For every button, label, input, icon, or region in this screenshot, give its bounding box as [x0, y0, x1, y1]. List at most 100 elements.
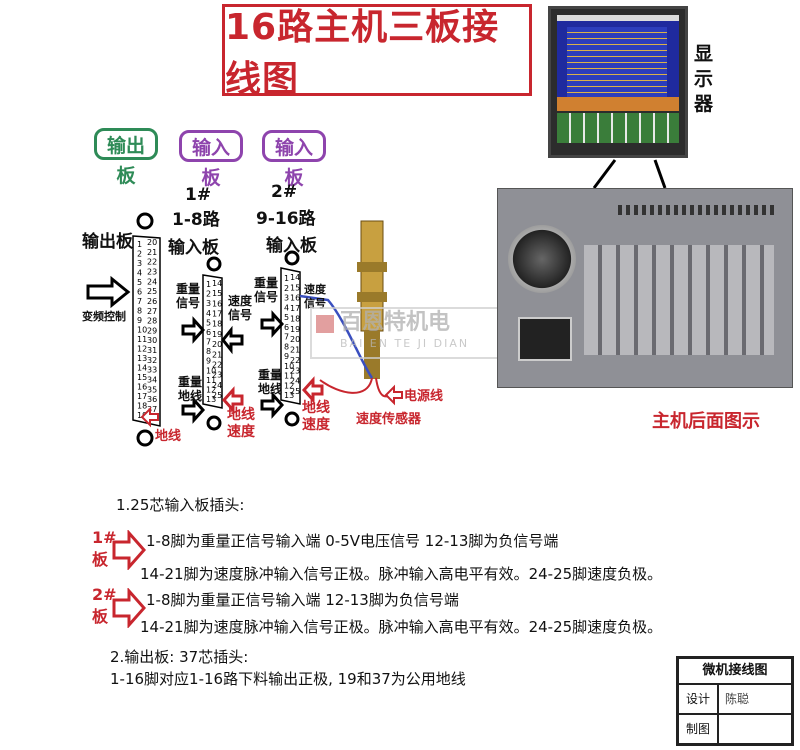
board1-pin-7: 7 [206, 338, 211, 347]
board1-pin-17: 17 [212, 310, 222, 319]
board2-note-arrow [112, 588, 146, 628]
board1-speed-signal-label: 速度 信号 [228, 294, 253, 322]
notes-heading-1: 1.25芯输入板插头: [116, 496, 245, 514]
board2-pin-4: 4 [284, 303, 289, 312]
board1-pin-20: 20 [212, 340, 222, 349]
output-pin-35: 35 [147, 385, 157, 394]
board2-pin-18: 18 [290, 314, 300, 323]
board1-pin-15: 15 [212, 289, 222, 298]
design-label: 设计 [678, 684, 718, 714]
wiring-diagram: 1234567891011121314151617181920212223242… [86, 159, 667, 447]
board1-pin-12: 12 [206, 385, 216, 394]
board2-name: 输入板 [266, 236, 317, 256]
board1-pin-22: 22 [212, 360, 222, 369]
board2-pin-5: 5 [284, 313, 289, 322]
output-pin-34: 34 [147, 376, 157, 385]
power-socket-icon [518, 317, 572, 361]
board2-pin-22: 22 [290, 356, 300, 365]
output-pin-3: 3 [137, 259, 142, 268]
board2-pin-14: 14 [290, 273, 300, 282]
host-back-panel [497, 188, 793, 388]
board1-note-arrow [112, 530, 146, 570]
board2-pin-25: 25 [290, 387, 300, 396]
output-pin-21: 21 [147, 248, 157, 257]
output-pin-10: 10 [137, 326, 147, 335]
vent-holes [618, 205, 778, 215]
board2-pin-11: 11 [284, 372, 294, 381]
draw-label: 制图 [678, 714, 718, 744]
board2-pin-13: 13 [284, 391, 294, 400]
board1-pin-16: 16 [212, 299, 222, 308]
board2-note-line1: 1-8脚为重量正信号输入端 12-13脚为负信号端 [146, 591, 459, 609]
board1-note-line2: 14-21脚为速度脉冲输入信号正极。脉冲输入高电平有效。24-25脚速度负极。 [140, 565, 663, 583]
output-pin-31: 31 [147, 346, 157, 355]
fan-icon [508, 225, 576, 293]
board1-weight-ground-label: 重量 地线 [178, 375, 203, 403]
monitor-label: 显 示 器 [694, 43, 714, 115]
monitor-link-left [592, 159, 617, 189]
output-pin-28: 28 [147, 317, 157, 326]
board1-pin-25: 25 [212, 391, 222, 400]
board2-ground-speed-label: 地线 速度 [302, 400, 330, 433]
board2-pin-2: 2 [284, 284, 289, 293]
title-block-title: 微机接线图 [678, 658, 792, 684]
output-pin-22: 22 [147, 258, 157, 267]
board1-connector: 1234567891011121314151617181920212223242… [202, 256, 223, 431]
output-pin-12: 12 [137, 345, 147, 354]
title-block: 微机接线图 设计 陈聪 制图 [676, 656, 794, 746]
board2-pin-24: 24 [290, 377, 300, 386]
power-arrow [384, 384, 403, 406]
board2-weight-signal-arrow [260, 310, 285, 338]
board1-name: 输入板 [168, 238, 219, 258]
board1-pin-8: 8 [206, 347, 211, 356]
output-pin-18: 18 [137, 402, 147, 411]
board1-weight-signal-label: 重量 信号 [176, 282, 201, 310]
board1-pin-21: 21 [212, 350, 222, 359]
output-pin-7: 7 [137, 297, 142, 306]
output-pin-2: 2 [137, 250, 142, 259]
board2-weight-signal-label: 重量 信号 [254, 276, 279, 304]
board1-number: 1# [185, 185, 212, 205]
board1-range: 1-8路 [172, 210, 220, 230]
speed-sensor [299, 220, 389, 398]
output-pin-23: 23 [147, 267, 157, 276]
board2-pin-1: 1 [284, 274, 289, 283]
output-pin-14: 14 [137, 364, 147, 373]
watermark-en: BAI EN TE JI DIAN [340, 337, 470, 350]
board2-weight-ground-label: 重量 地线 [258, 368, 283, 396]
board2-pin-12: 12 [284, 381, 294, 390]
board2-pin-21: 21 [290, 346, 300, 355]
output-pin-16: 16 [137, 383, 147, 392]
notes-heading-2: 2.输出板: 37芯插头: [110, 648, 249, 666]
output-pin-8: 8 [137, 307, 142, 316]
output-pin-1: 1 [137, 240, 142, 249]
board2-note-line2: 14-21脚为速度脉冲输入信号正极。脉冲输入高电平有效。24-25脚速度负极。 [140, 618, 663, 636]
board1-pin-10: 10 [206, 366, 216, 375]
vfd-arrow [86, 275, 131, 309]
output-ground-label: 地线 [155, 429, 182, 444]
output-board-connector: 1234567891011121314151617181920212223242… [132, 212, 161, 447]
board1-pin-18: 18 [212, 320, 222, 329]
board2-pin-20: 20 [290, 335, 300, 344]
board2-range: 9-16路 [256, 209, 316, 229]
output-note-line: 1-16脚对应1-16路下料输出正极, 19和37为公用地线 [110, 670, 466, 688]
monitor-taskbar [557, 113, 679, 143]
board1-pin-5: 5 [206, 318, 211, 327]
page-title: 16路主机三板接线图 [225, 7, 500, 100]
output-pin-6: 6 [137, 288, 142, 297]
output-pin-11: 11 [137, 335, 147, 344]
board1-tag: 1# 板 [92, 528, 117, 569]
output-pin-20: 20 [147, 238, 157, 247]
host-back-label: 主机后面图示 [652, 411, 760, 432]
board1-pin-14: 14 [212, 279, 222, 288]
vfd-label: 变频控制 [82, 310, 126, 323]
board1-pin-9: 9 [206, 357, 211, 366]
board1-pin-3: 3 [206, 299, 211, 308]
board2-pin-6: 6 [284, 323, 289, 332]
output-pin-17: 17 [137, 392, 147, 401]
output-board-name: 输出板 [82, 232, 133, 252]
board2-pin-10: 10 [284, 362, 294, 371]
board2-tag: 2# 板 [92, 585, 117, 626]
output-ground-arrow [140, 406, 159, 428]
output-pin-13: 13 [137, 354, 147, 363]
